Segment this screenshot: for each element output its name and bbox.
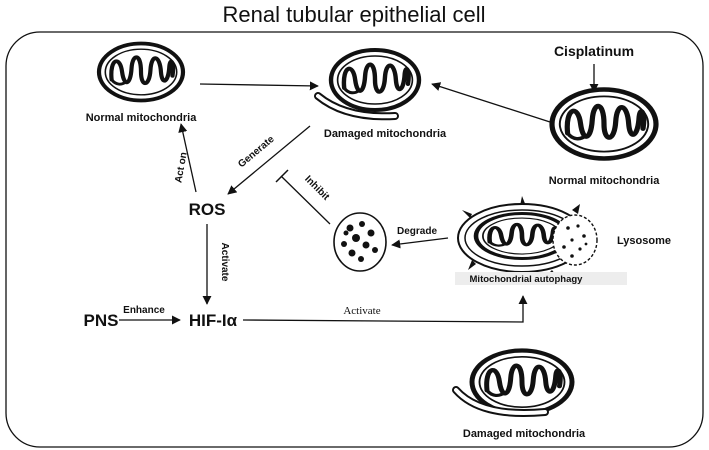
damaged-mitochondria-bottom-label: Damaged mitochondria [463, 428, 586, 440]
edge-generate: Generate [236, 134, 277, 171]
edge-act-on: Act on [173, 151, 189, 184]
damaged-mitochondria-top [314, 50, 419, 121]
normal-mitochondria-right [552, 90, 656, 159]
arrow-degrade [391, 237, 449, 249]
ros-label: ROS [189, 200, 226, 219]
edge-activate-hif-autophagy: Activate [343, 305, 380, 317]
arrow-activate-autophagy [242, 295, 528, 323]
degraded-vesicle [333, 212, 387, 272]
arrow-generate [227, 125, 311, 195]
diagram-title: Renal tubular epithelial cell [223, 2, 486, 27]
autophagy-label: Mitochondrial autophagy [470, 274, 584, 285]
inhibit-line [280, 175, 331, 225]
edge-degrade: Degrade [397, 226, 437, 237]
arrow-right-to-damaged [431, 82, 551, 123]
edge-activate-ros-hif: Activate [219, 243, 230, 282]
inhibit-bar [275, 169, 289, 183]
arrow-act-on [178, 123, 197, 193]
damaged-mitochondria-top-label: Damaged mitochondria [324, 128, 447, 140]
lysosome [552, 214, 598, 266]
arrow-normal-to-damaged [199, 81, 319, 91]
edge-inhibit: Inhibit [302, 174, 331, 203]
cisplatinum-label: Cisplatinum [554, 43, 634, 59]
autophagy-band [455, 272, 627, 285]
normal-mitochondria-left-label: Normal mitochondria [86, 112, 198, 124]
pns-label: PNS [84, 311, 119, 330]
normal-mitochondria-right-label: Normal mitochondria [549, 175, 661, 187]
damaged-mitochondria-bottom [452, 351, 572, 417]
edge-enhance: Enhance [123, 305, 165, 316]
normal-mitochondria-left [99, 44, 183, 101]
lysosome-label: Lysosome [617, 235, 671, 247]
hif-label: HIF-Iα [189, 311, 238, 330]
cell-boundary [5, 31, 704, 448]
